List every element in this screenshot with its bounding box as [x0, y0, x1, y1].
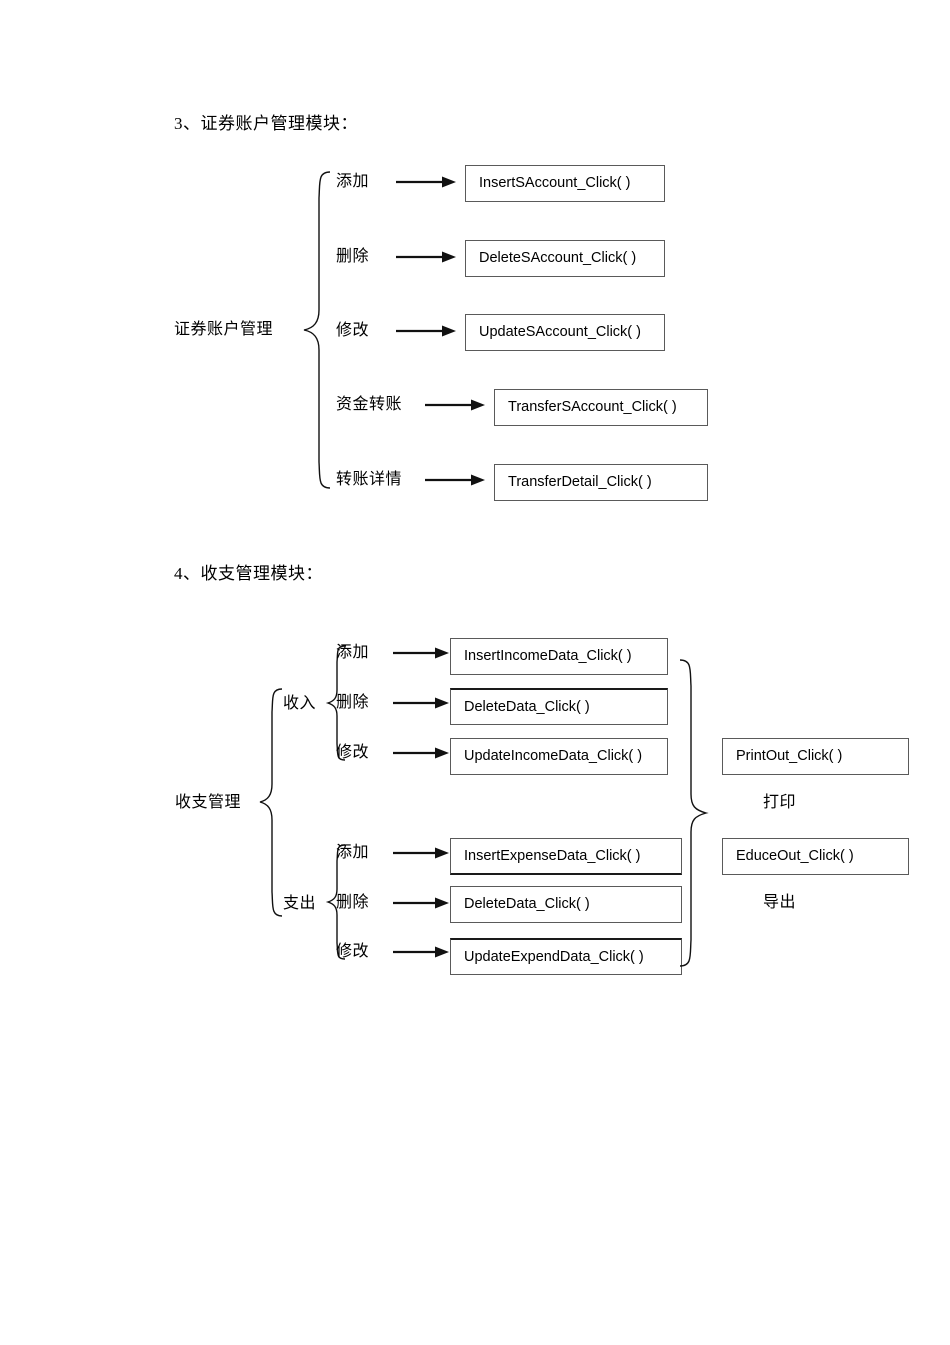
arrow-icon	[393, 847, 449, 859]
handler-box-update-saccount[interactable]: UpdateSAccount_Click( )	[465, 314, 665, 351]
action-label-delete-income: 删除	[336, 694, 370, 711]
action-label-delete-expense: 删除	[336, 894, 370, 911]
handler-label: InsertSAccount_Click( )	[479, 175, 631, 191]
handler-box-delete-saccount[interactable]: DeleteSAccount_Click( )	[465, 240, 665, 277]
arrow-icon	[393, 697, 449, 709]
handler-label: DeleteData_Click( )	[464, 896, 590, 912]
handler-label: InsertIncomeData_Click( )	[464, 648, 632, 664]
arrow-icon	[396, 176, 456, 188]
action-label-add-1: 添加	[336, 173, 370, 190]
handler-box-delete-income[interactable]: DeleteData_Click( )	[450, 688, 668, 725]
handler-label: DeleteSAccount_Click( )	[479, 250, 637, 266]
arrow-icon	[393, 897, 449, 909]
handler-box-insert-income[interactable]: InsertIncomeData_Click( )	[450, 638, 668, 675]
main-brace-income-expense	[259, 688, 283, 917]
caption-print: 打印	[763, 794, 797, 811]
action-label-transfer-detail: 转账详情	[336, 471, 403, 488]
handler-box-insert-saccount[interactable]: InsertSAccount_Click( )	[465, 165, 665, 202]
handler-label: EduceOut_Click( )	[736, 848, 854, 864]
arrow-icon	[396, 325, 456, 337]
action-label-update-1: 修改	[336, 322, 370, 339]
arrow-icon	[425, 399, 485, 411]
caption-export: 导出	[763, 894, 797, 911]
handler-box-insert-expense[interactable]: InsertExpenseData_Click( )	[450, 838, 682, 875]
arrow-icon	[396, 251, 456, 263]
handler-label: UpdateExpendData_Click( )	[464, 948, 644, 965]
handler-label: TransferSAccount_Click( )	[508, 399, 677, 415]
handler-label: UpdateIncomeData_Click( )	[464, 748, 643, 764]
handler-label: UpdateSAccount_Click( )	[479, 324, 641, 340]
group-label-expense: 支出	[283, 895, 317, 912]
action-label-update-expense: 修改	[336, 943, 370, 960]
sub-brace-income	[325, 645, 346, 761]
handler-box-educe-out[interactable]: EduceOut_Click( )	[722, 838, 909, 875]
action-label-update-income: 修改	[336, 744, 370, 761]
sub-brace-expense	[325, 844, 346, 960]
arrow-icon	[393, 647, 449, 659]
group-label-income: 收入	[283, 695, 317, 712]
arrow-icon	[393, 747, 449, 759]
root-label-income-expense: 收支管理	[175, 794, 242, 811]
handler-box-transfer-detail[interactable]: TransferDetail_Click( )	[494, 464, 708, 501]
handler-box-transfer-saccount[interactable]: TransferSAccount_Click( )	[494, 389, 708, 426]
handler-label: TransferDetail_Click( )	[508, 474, 652, 490]
action-label-add-expense: 添加	[336, 844, 370, 861]
section-heading-securities: 3、证券账户管理模块：	[174, 114, 358, 133]
root-label-securities: 证券账户管理	[174, 321, 274, 338]
arrow-icon	[425, 474, 485, 486]
action-label-add-income: 添加	[336, 644, 370, 661]
handler-label: DeleteData_Click( )	[464, 698, 590, 715]
handler-box-delete-expense[interactable]: DeleteData_Click( )	[450, 886, 682, 923]
section-heading-income-expense: 4、收支管理模块：	[174, 564, 323, 583]
handler-label: PrintOut_Click( )	[736, 748, 843, 764]
handler-label: InsertExpenseData_Click( )	[464, 847, 641, 864]
action-label-delete-1: 删除	[336, 248, 370, 265]
handler-box-update-income[interactable]: UpdateIncomeData_Click( )	[450, 738, 668, 775]
handler-box-print-out[interactable]: PrintOut_Click( )	[722, 738, 909, 775]
main-brace-securities	[303, 171, 331, 489]
handler-box-update-expense[interactable]: UpdateExpendData_Click( )	[450, 938, 682, 975]
action-label-transfer-funds: 资金转账	[336, 396, 403, 413]
arrow-icon	[393, 946, 449, 958]
output-brace	[679, 659, 709, 967]
